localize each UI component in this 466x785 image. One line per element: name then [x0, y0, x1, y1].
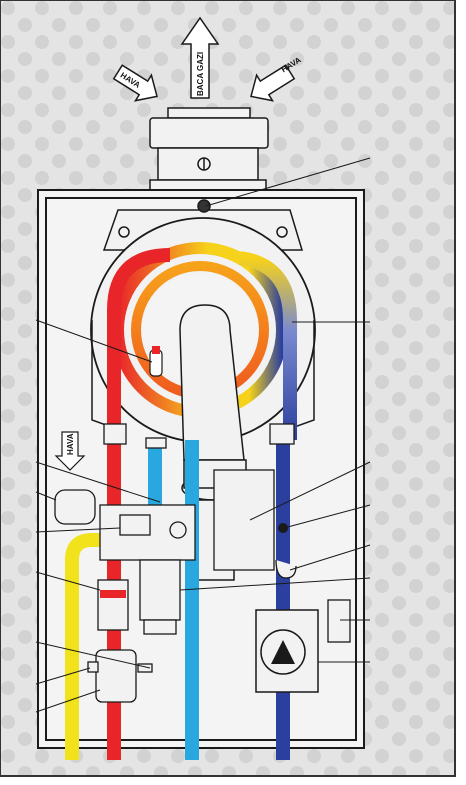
- flue-gas-label: BACA GAZI: [196, 52, 205, 96]
- air-label-side: HAVA: [66, 433, 75, 455]
- control-box: [214, 470, 274, 570]
- ignition-electrode: [150, 346, 162, 376]
- circulation-pump: [256, 610, 318, 692]
- flue-collar: [150, 108, 268, 190]
- filter: [98, 580, 128, 630]
- light-blue-pipe: [185, 440, 199, 760]
- flow-switch: [328, 600, 350, 642]
